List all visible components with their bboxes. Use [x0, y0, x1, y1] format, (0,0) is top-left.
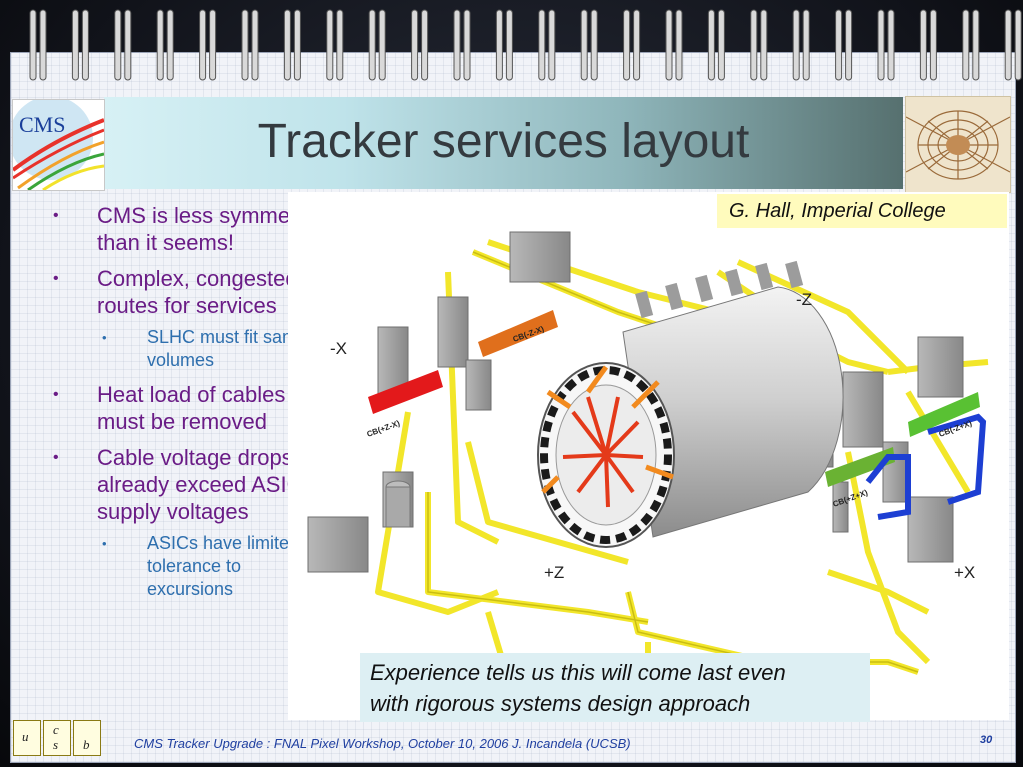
bullet-item: •CMS is less symmetric than it seems!	[53, 203, 320, 255]
binding-ring	[633, 9, 641, 81]
binding-ring	[590, 9, 598, 81]
binding-ring	[124, 9, 132, 81]
image-credit: G. Hall, Imperial College	[717, 194, 1007, 228]
binding-ring	[81, 9, 89, 81]
binding-ring	[114, 9, 122, 81]
page-number: 30	[980, 734, 993, 746]
bullet-item: •Cable voltage drops already exceed ASIC…	[53, 445, 303, 524]
plus-z-label: +Z	[544, 563, 564, 582]
page-title: Tracker services layout	[257, 115, 750, 168]
binding-ring	[463, 9, 471, 81]
binding-ring	[665, 9, 673, 81]
binding-ring	[336, 9, 344, 81]
binding-ring	[623, 9, 631, 81]
binding-ring	[495, 9, 503, 81]
binding-ring	[421, 9, 429, 81]
binding-ring	[156, 9, 164, 81]
binding-ring	[411, 9, 419, 81]
binding-ring	[972, 9, 980, 81]
binding-ring	[29, 9, 37, 81]
bullet-item: •Heat load of cables must be removed	[53, 382, 286, 434]
cms-logo: CMS	[9, 96, 105, 192]
bullet-list: •CMS is less symmetric than it seems! •C…	[40, 202, 330, 610]
binding-ring	[919, 9, 927, 81]
binding-ring	[71, 9, 79, 81]
minus-x-label: -X	[330, 339, 347, 358]
binding-ring	[1004, 9, 1012, 81]
spiral-binding	[29, 9, 1022, 81]
binding-ring	[845, 9, 853, 81]
binding-ring	[707, 9, 715, 81]
binding-ring	[877, 9, 885, 81]
sub-bullet-item: •SLHC must fit same volumes	[102, 327, 308, 370]
callout-box: Experience tells us this will come last …	[360, 653, 870, 722]
cms-logo-text: CMS	[19, 112, 65, 137]
binding-ring	[241, 9, 249, 81]
sub-bullet-item: •ASICs have limited tolerance to excursi…	[102, 533, 300, 599]
binding-ring	[378, 9, 386, 81]
title-bar	[104, 97, 903, 189]
slide-footer: CMS Tracker Upgrade : FNAL Pixel Worksho…	[134, 736, 631, 751]
binding-ring	[675, 9, 683, 81]
minus-z-label: -Z	[796, 290, 812, 309]
binding-ring	[251, 9, 259, 81]
tracker-photo	[905, 96, 1011, 193]
binding-ring	[293, 9, 301, 81]
binding-ring	[835, 9, 843, 81]
binding-ring	[505, 9, 513, 81]
binding-ring	[326, 9, 334, 81]
binding-ring	[548, 9, 556, 81]
binding-ring	[166, 9, 174, 81]
binding-ring	[580, 9, 588, 81]
binding-ring	[453, 9, 461, 81]
plus-x-label: +X	[954, 563, 975, 582]
binding-ring	[750, 9, 758, 81]
binding-ring	[887, 9, 895, 81]
bullet-item: •Complex, congested routes for services	[53, 266, 298, 318]
binding-ring	[538, 9, 546, 81]
binding-ring	[962, 9, 970, 81]
binding-ring	[802, 9, 810, 81]
binding-ring	[792, 9, 800, 81]
callout-line: Experience tells us this will come last …	[370, 660, 786, 685]
binding-ring	[1014, 9, 1022, 81]
binding-ring	[717, 9, 725, 81]
binding-ring	[760, 9, 768, 81]
binding-ring	[929, 9, 937, 81]
callout-line: with rigorous systems design approach	[370, 691, 751, 716]
binding-ring	[283, 9, 291, 81]
binding-ring	[39, 9, 47, 81]
tracker-services-diagram: -X -Z +Z +X CB(+Z-X) CB(-Z-X) CB(-Z+X) C…	[288, 192, 1009, 720]
cb-pz-mx-label: CB(+Z-X)	[366, 419, 402, 439]
binding-ring	[209, 9, 217, 81]
binding-ring	[368, 9, 376, 81]
binding-ring	[199, 9, 207, 81]
